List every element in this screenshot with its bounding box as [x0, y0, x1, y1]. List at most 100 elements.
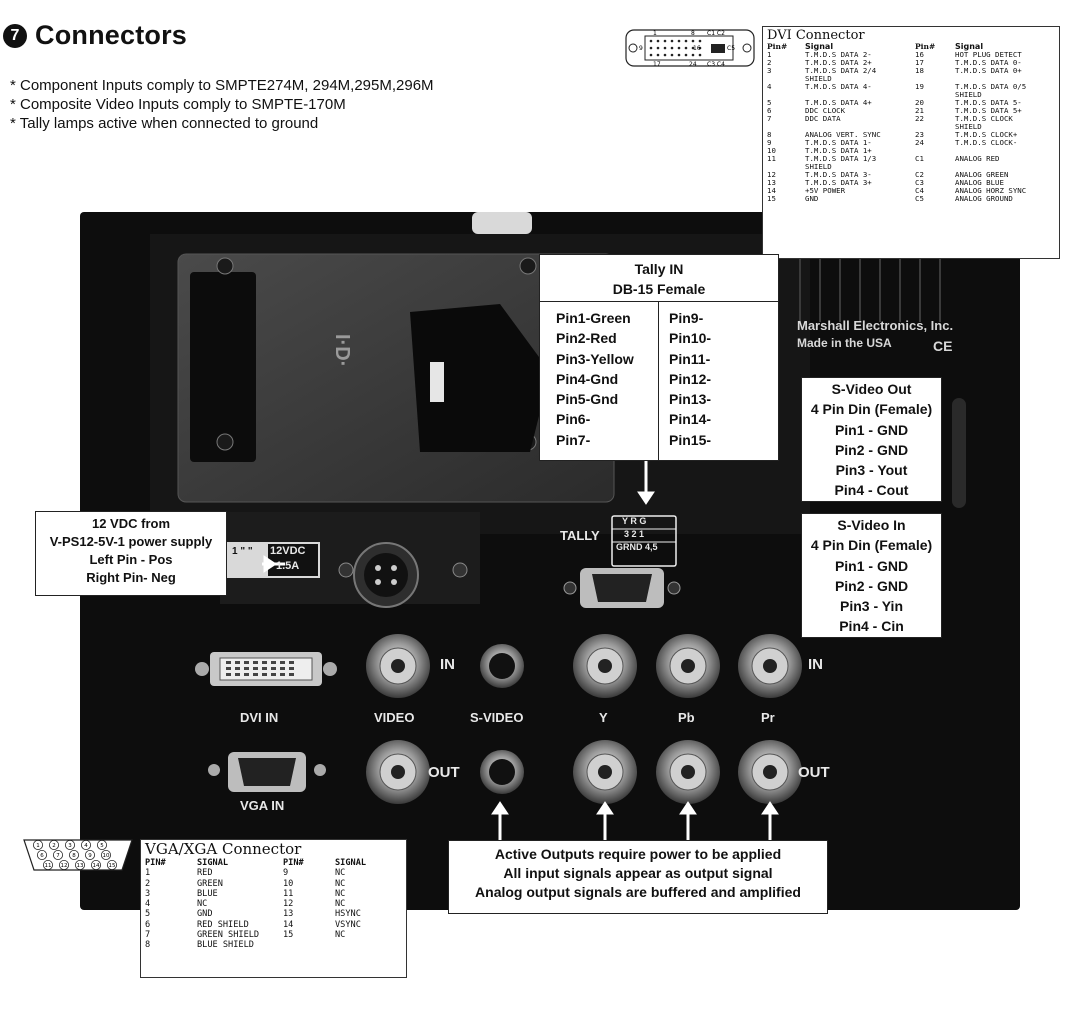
dvi-table-cell: SHIELD — [805, 74, 832, 83]
svideo-in-line: Pin1 - GND — [834, 557, 909, 574]
dvi-table-cell: 5 — [767, 98, 772, 107]
dvi-table-cell: ANALOG BLUE — [955, 178, 1004, 187]
dvi-table-cell: 14 — [767, 186, 776, 195]
vga-pin-circle — [65, 840, 76, 850]
dvi-table-cell: ANALOG HORZ SYNC — [955, 186, 1027, 195]
dvi-table-cell: 18 — [915, 66, 924, 75]
tally-pin: Pin15- — [669, 431, 712, 448]
dvi-pin-dot — [684, 46, 688, 50]
power-line: V-PS12-5V-1 power supply — [49, 534, 213, 549]
dvi-port-pin — [244, 667, 249, 670]
vga-table-cell: 7 — [145, 930, 151, 941]
vga-pin-circle — [69, 849, 80, 860]
dvi-pin-dot — [670, 53, 674, 57]
tally-in-pinout-box: Tally IN DB-15 Female Pin1-Green Pin2-Re… — [539, 254, 779, 461]
vga-pin-number: 8 — [72, 853, 76, 859]
y-label: Y — [599, 710, 608, 725]
dvi-port-pin — [226, 673, 231, 676]
dvi-port-pin — [235, 667, 240, 670]
dvi-table-cell: 7 — [767, 114, 772, 123]
vga-table-cell: RED — [197, 868, 213, 879]
vga-pin-number: 10 — [103, 853, 110, 859]
dvi-port-pin — [289, 661, 294, 664]
dvi-pin-dot — [649, 53, 653, 57]
dvi-table-cell: T.M.D.S DATA 2+ — [805, 58, 872, 67]
dvi-pin-dot — [691, 53, 695, 57]
dvi-pin-dot — [698, 46, 702, 50]
tally-pins-left: Pin1-Green Pin2-Red Pin3-Yellow Pin4-Gnd… — [540, 302, 658, 460]
svideo-out-line: 4 Pin Din (Female) — [810, 401, 933, 418]
dvi-table-cell: DDC DATA — [805, 114, 841, 123]
dvi-table-cell — [767, 91, 805, 99]
tally-pin: Pin13- — [669, 391, 712, 408]
vga-pin-number: 15 — [109, 863, 116, 869]
vga-table-cell: 10 — [283, 878, 294, 889]
vga-pin-circle — [52, 849, 63, 860]
dvi-pin-dot — [656, 53, 660, 57]
dvi-pin-label: 24 — [689, 61, 697, 68]
active-outputs-note-box: Active Outputs require power to be appli… — [448, 840, 828, 914]
svideo-out-line: Pin4 - Cout — [834, 482, 909, 499]
in-label: IN — [440, 656, 455, 673]
dvi-table-cell: T.M.D.S DATA 4+ — [805, 98, 872, 107]
dvi-pin-dot — [670, 46, 674, 50]
dvi-pin-label: 8 — [691, 30, 695, 37]
dvi-pin-dot — [649, 39, 653, 43]
active-note-line: Analog output signals are buffered and a… — [475, 884, 801, 900]
out-label-component: OUT — [798, 764, 830, 781]
power-supply-box: 12 VDC from V-PS12-5V-1 power supply Lef… — [35, 511, 227, 596]
bnc-connector — [656, 634, 720, 698]
dvi-pin-dot — [698, 53, 702, 57]
tally-pin: Pin11- — [669, 350, 711, 367]
vga-pin-number: 12 — [61, 863, 68, 869]
dvi-table-cell: 1 — [767, 50, 772, 59]
vga-table-cell: 8 — [145, 940, 151, 951]
dvi-port-pin — [253, 667, 258, 670]
dvi-table-cell: 19 — [915, 82, 924, 91]
dvi-table-cell: T.M.D.S CLOCK — [955, 114, 1013, 123]
mount-logo: I·D· — [331, 334, 353, 368]
vga-pin-circle — [85, 849, 96, 860]
dvi-port-pin — [226, 661, 231, 664]
dvi-table-cell: T.M.D.S DATA 1+ — [805, 146, 872, 155]
vga-table-cell: 6 — [145, 919, 151, 930]
dvi-table-cell — [767, 75, 805, 83]
dvi-pin-dot — [663, 39, 667, 43]
compliance-notes: * Component Inputs comply to SMPTE274M, … — [10, 76, 434, 133]
vga-pin-circle — [42, 859, 53, 870]
vga-pin-circle — [91, 859, 102, 870]
tally-pin: Pin1-Green — [556, 310, 631, 326]
bnc-connector — [573, 740, 637, 804]
tally-box-title: Tally IN — [634, 261, 684, 277]
dvi-in-label: DVI IN — [240, 710, 279, 725]
vga-table-cell: VSYNC — [335, 919, 361, 930]
dvi-table-cell: 13 — [767, 178, 776, 187]
dvi-pin-dot — [691, 39, 695, 43]
power-pin-markings: 1 " " — [232, 546, 253, 557]
svideo-in-line: 4 Pin Din (Female) — [810, 537, 933, 554]
dvi-pin-label: 17 — [653, 61, 661, 68]
vga-table-cell: NC — [335, 899, 346, 910]
vga-xga-pinout-table: VGA/XGA Connector PIN# SIGNAL PIN# SIGNA… — [140, 839, 407, 978]
dvi-table-cell: SHIELD — [955, 90, 982, 99]
dvi-table-cell: T.M.D.S DATA 1- — [805, 138, 872, 147]
dvi-table-cell: C2 — [915, 170, 924, 179]
vga-pin-number: 6 — [40, 853, 44, 859]
power-rating-voltage: 12VDC — [270, 545, 306, 557]
svideo-out-line: Pin1 - GND — [834, 421, 909, 438]
vga-table-cell: BLUE SHIELD — [197, 940, 254, 951]
dvi-pin-dot — [670, 39, 674, 43]
dvi-table-cell: 3 — [767, 66, 772, 75]
vga-pin-circle — [97, 840, 108, 850]
dvi-col-header-signal: Signal — [805, 42, 834, 51]
tally-pin: Pin2-Red — [556, 330, 617, 347]
vga-pin-circle — [101, 849, 112, 860]
svideo-in-line: S-Video In — [837, 517, 906, 533]
vga-table-cell: 14 — [283, 919, 294, 930]
pb-label: Pb — [678, 710, 695, 725]
dvi-table-cell: T.M.D.S DATA 5- — [955, 98, 1022, 107]
dvi-table-cell: 11 — [767, 154, 776, 163]
dvi-table-cell: T.M.D.S DATA 3- — [805, 170, 872, 179]
